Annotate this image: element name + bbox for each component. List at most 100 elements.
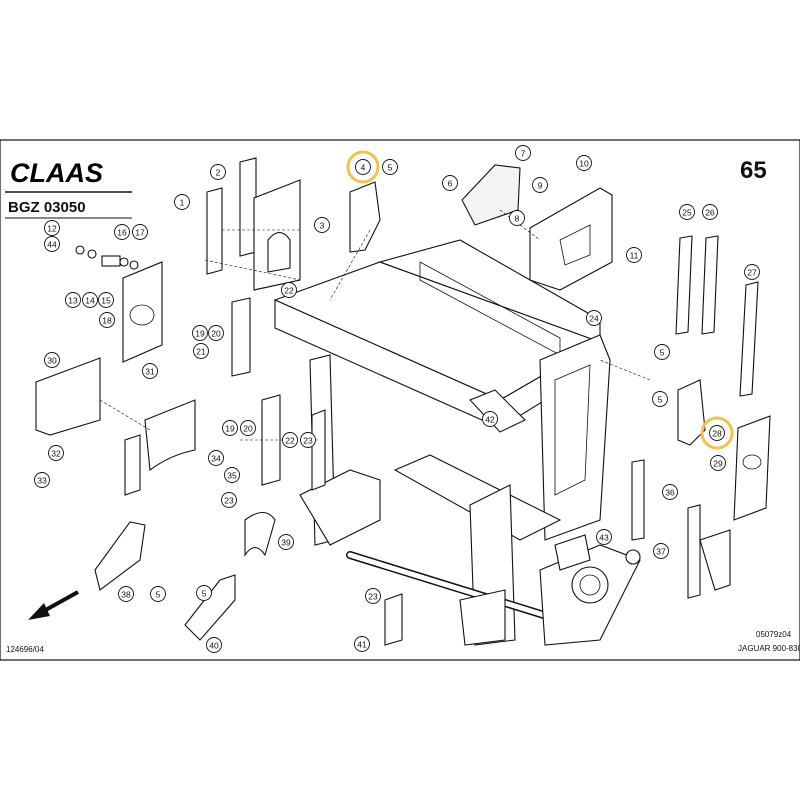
callout-11[interactable]: 11: [626, 247, 642, 263]
callout-5[interactable]: 5: [654, 344, 670, 360]
callout-circle: [654, 344, 670, 360]
callout-33[interactable]: 33: [34, 472, 50, 488]
part-11-plate: [529, 187, 613, 291]
callout-23[interactable]: 23: [365, 588, 381, 604]
callout-circle: [576, 155, 592, 171]
part-4-plate: [349, 181, 381, 253]
callout-label: 15: [101, 296, 111, 306]
callout-circle: [240, 420, 256, 436]
callout-19[interactable]: 19: [192, 325, 208, 341]
callout-label: 23: [224, 496, 234, 506]
callout-label: 39: [281, 538, 291, 548]
callout-circle: [206, 637, 222, 653]
callout-label: 31: [145, 367, 155, 377]
callout-circle: [515, 145, 531, 161]
part-27-strip: [739, 281, 759, 397]
callout-16[interactable]: 16: [114, 224, 130, 240]
callout-2[interactable]: 2: [210, 164, 226, 180]
callout-7[interactable]: 7: [515, 145, 531, 161]
callout-43[interactable]: 43: [596, 529, 612, 545]
callout-4[interactable]: 4: [346, 150, 380, 184]
callout-38[interactable]: 38: [118, 586, 134, 602]
callout-circle: [482, 411, 498, 427]
part-6-cover: [461, 164, 521, 226]
part-32-plate: [124, 434, 141, 496]
callout-circle: [193, 343, 209, 359]
callout-circle: [355, 159, 371, 175]
callout-9[interactable]: 9: [532, 177, 548, 193]
part-23-bracket: [311, 409, 326, 491]
callout-10[interactable]: 10: [576, 155, 592, 171]
callout-21[interactable]: 21: [193, 343, 209, 359]
callout-35[interactable]: 35: [224, 467, 240, 483]
callout-circle: [44, 220, 60, 236]
part-29-plate: [733, 415, 771, 521]
callout-label: 10: [579, 159, 589, 169]
callout-30[interactable]: 30: [44, 352, 60, 368]
callout-label: 21: [196, 347, 206, 357]
callout-5[interactable]: 5: [150, 586, 166, 602]
callout-5[interactable]: 5: [196, 585, 212, 601]
callout-27[interactable]: 27: [744, 264, 760, 280]
callout-42[interactable]: 42: [482, 411, 498, 427]
callout-32[interactable]: 32: [48, 445, 64, 461]
callout-22[interactable]: 22: [282, 432, 298, 448]
callout-18[interactable]: 18: [99, 312, 115, 328]
callout-label: 29: [713, 459, 723, 469]
part-25-strip: [675, 235, 693, 335]
callout-37[interactable]: 37: [653, 543, 669, 559]
callout-5[interactable]: 5: [652, 391, 668, 407]
callout-26[interactable]: 26: [702, 204, 718, 220]
callout-40[interactable]: 40: [206, 637, 222, 653]
callout-12[interactable]: 12: [44, 220, 60, 236]
part-41-bracket: [384, 593, 403, 646]
callout-28[interactable]: 28: [700, 416, 734, 450]
callout-label: 30: [47, 356, 57, 366]
callout-label: 44: [47, 240, 57, 250]
fastener-group-12: [75, 245, 139, 270]
callout-20[interactable]: 20: [240, 420, 256, 436]
callout-1[interactable]: 1: [174, 194, 190, 210]
callout-44[interactable]: 44: [44, 236, 60, 252]
callout-label: 28: [712, 429, 722, 439]
callout-circle: [596, 529, 612, 545]
callout-17[interactable]: 17: [132, 224, 148, 240]
callout-label: 6: [448, 179, 453, 189]
callout-36[interactable]: 36: [662, 484, 678, 500]
callout-3[interactable]: 3: [314, 217, 330, 233]
callout-label: 17: [135, 228, 145, 238]
callout-circle: [98, 292, 114, 308]
callout-circle: [509, 210, 525, 226]
callout-circle: [221, 492, 237, 508]
callout-circle: [300, 432, 316, 448]
callout-circle: [118, 586, 134, 602]
callout-22[interactable]: 22: [281, 282, 297, 298]
callout-20[interactable]: 20: [208, 325, 224, 341]
callout-label: 7: [521, 149, 526, 159]
callout-34[interactable]: 34: [208, 450, 224, 466]
callout-5[interactable]: 5: [382, 159, 398, 175]
callout-31[interactable]: 31: [142, 363, 158, 379]
callout-14[interactable]: 14: [82, 292, 98, 308]
callout-13[interactable]: 13: [65, 292, 81, 308]
callout-25[interactable]: 25: [679, 204, 695, 220]
image-code: 05079z04: [756, 630, 792, 639]
callout-23[interactable]: 23: [300, 432, 316, 448]
callout-8[interactable]: 8: [509, 210, 525, 226]
part-30-bracket: [35, 357, 101, 436]
callout-circle: [224, 467, 240, 483]
callout-23[interactable]: 23: [221, 492, 237, 508]
callout-label: 18: [102, 316, 112, 326]
callout-24[interactable]: 24: [586, 310, 602, 326]
callout-6[interactable]: 6: [442, 175, 458, 191]
callout-15[interactable]: 15: [98, 292, 114, 308]
callout-41[interactable]: 41: [354, 636, 370, 652]
callout-circle: [710, 455, 726, 471]
callout-39[interactable]: 39: [278, 534, 294, 550]
part-37-bracket: [699, 529, 731, 591]
callout-19[interactable]: 19: [222, 420, 238, 436]
part-39-bracket: [244, 511, 276, 557]
callout-29[interactable]: 29: [710, 455, 726, 471]
callout-label: 36: [665, 488, 675, 498]
